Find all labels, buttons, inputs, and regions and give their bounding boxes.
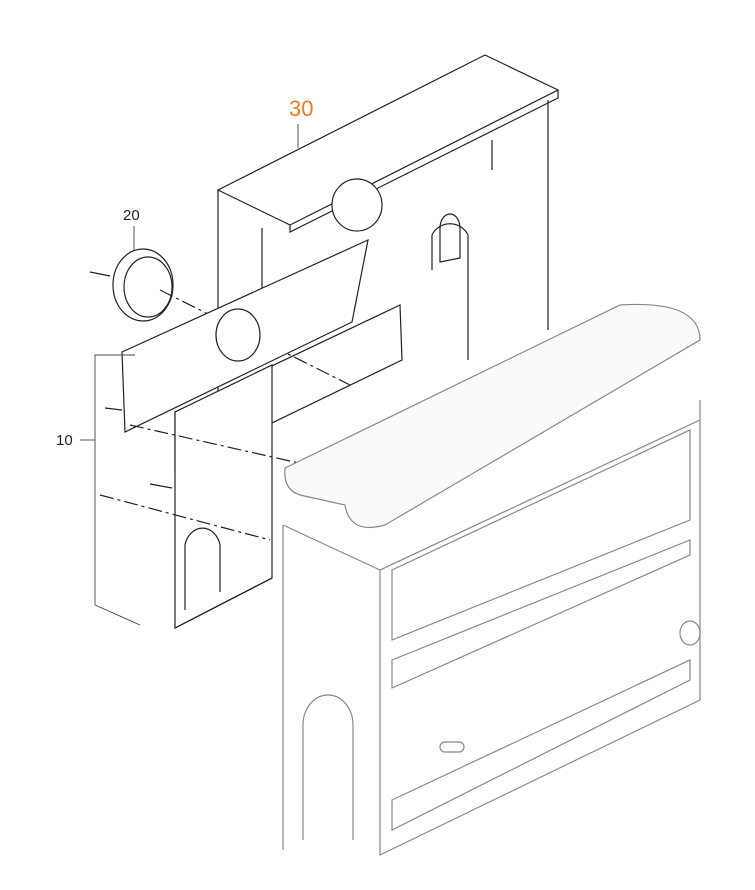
callout-leaders <box>80 124 299 626</box>
callout-30[interactable]: 30 <box>289 96 314 121</box>
front-cover[interactable] <box>282 303 701 856</box>
callout-10[interactable]: 10 <box>56 432 73 449</box>
part-10-panels[interactable] <box>99 238 403 629</box>
part-20-flange-ring[interactable] <box>89 248 351 386</box>
part-30-rear-housing[interactable] <box>216 54 560 400</box>
callout-20[interactable]: 20 <box>123 207 140 224</box>
